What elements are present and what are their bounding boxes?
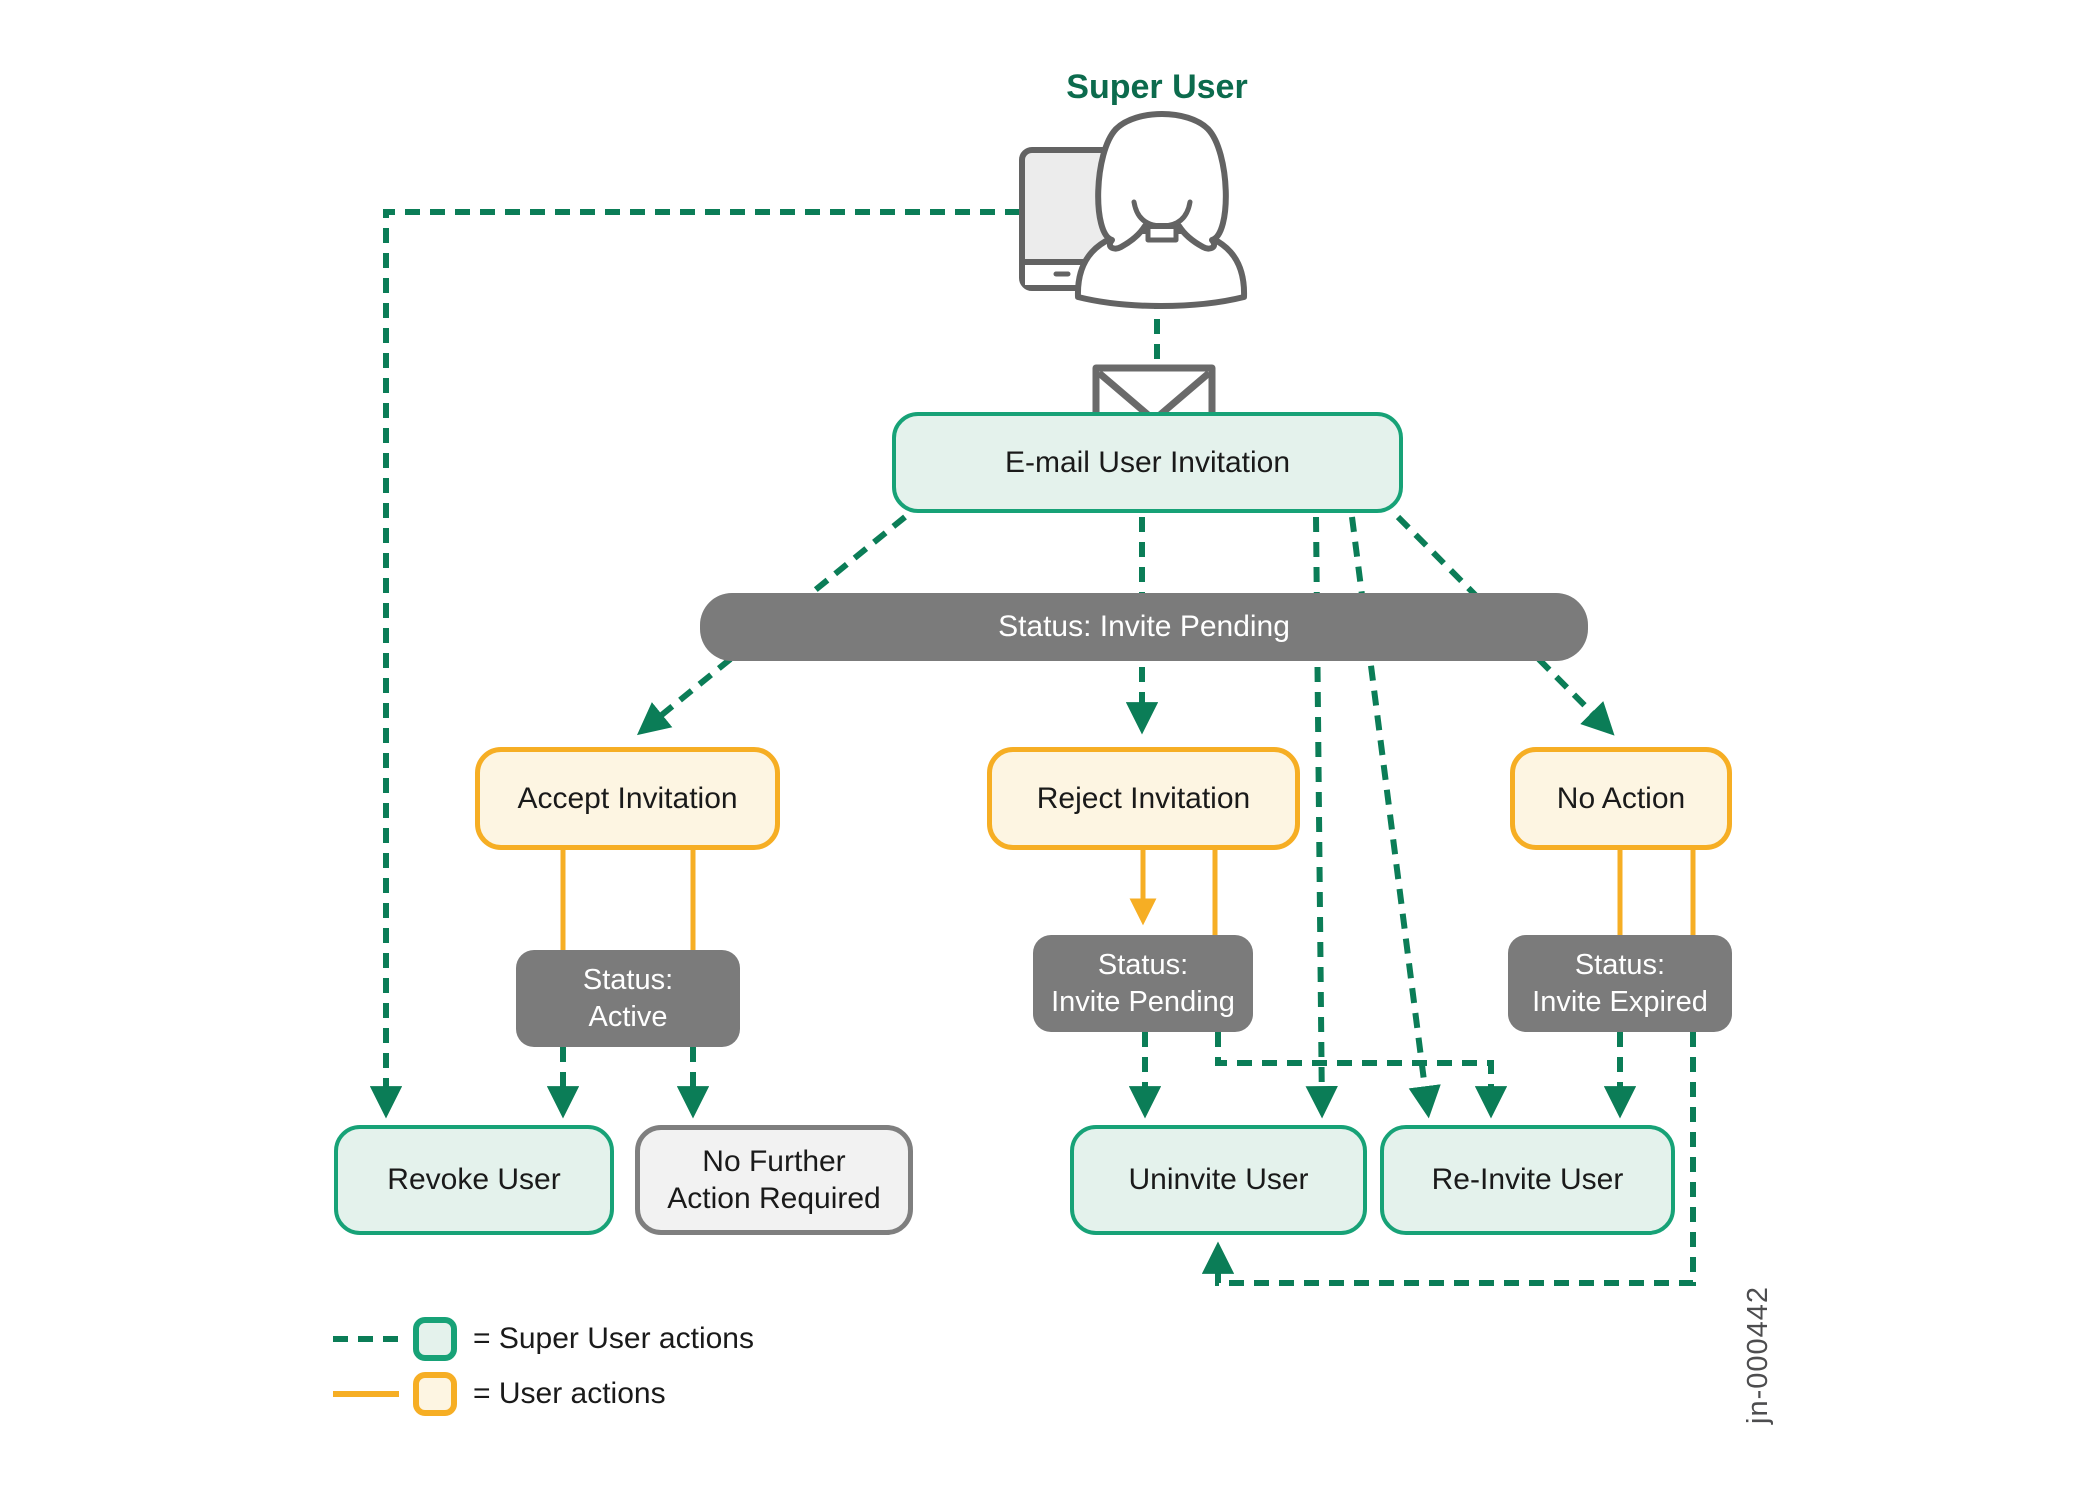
- figure-id-watermark: jn-000442: [1742, 1286, 1774, 1424]
- node-revoke-user: Revoke User: [334, 1125, 614, 1235]
- node-no-further-action: No Further Action Required: [635, 1125, 913, 1235]
- node-email-user-invitation: E-mail User Invitation: [892, 412, 1403, 513]
- dashed-line-sample: [333, 1336, 399, 1342]
- node-reinvite-user: Re-Invite User: [1380, 1125, 1675, 1235]
- green-box-sample: [413, 1317, 457, 1361]
- connector-email-to-accept: [636, 514, 907, 736]
- legend-user-actions: = User actions: [333, 1372, 666, 1416]
- yellow-box-sample: [413, 1372, 457, 1416]
- connector-pending-to-reinvite: [1215, 1032, 1508, 1119]
- super-user-title: Super User: [1066, 68, 1248, 106]
- connector-expired-to-uninvite-loop: [1201, 1032, 1696, 1286]
- legend-super-user-label: = Super User actions: [473, 1322, 754, 1355]
- solid-line-sample: [333, 1391, 399, 1397]
- node-status-invite-pending-bar: Status: Invite Pending: [700, 593, 1588, 661]
- legend-super-user-actions: = Super User actions: [333, 1317, 754, 1361]
- super-user-icon: [1019, 111, 1248, 309]
- node-accept-invitation: Accept Invitation: [475, 747, 780, 850]
- legend-user-label: = User actions: [473, 1377, 666, 1410]
- node-uninvite-user: Uninvite User: [1070, 1125, 1367, 1235]
- node-no-action: No Action: [1510, 747, 1732, 850]
- node-reject-invitation: Reject Invitation: [987, 747, 1300, 850]
- node-status-active: Status: Active: [516, 950, 740, 1047]
- node-status-invite-expired: Status: Invite Expired: [1508, 935, 1732, 1032]
- node-status-invite-pending: Status: Invite Pending: [1033, 935, 1253, 1032]
- connector-superuser-to-revoke: [369, 209, 1020, 1119]
